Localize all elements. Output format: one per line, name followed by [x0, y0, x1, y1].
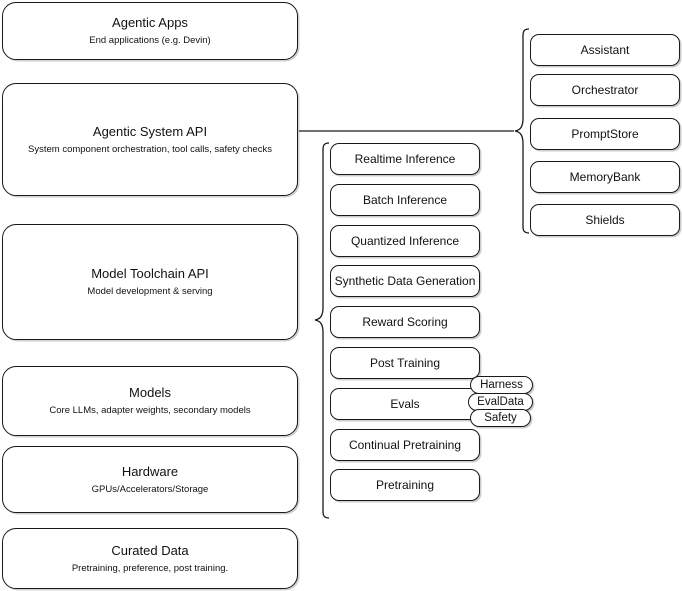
toolchain-component-label: Quantized Inference	[350, 234, 460, 248]
toolchain-component-evals[interactable]: Evals	[330, 388, 480, 420]
stack-layer-title: Model Toolchain API	[91, 266, 209, 281]
system-component-promptstore[interactable]: PromptStore	[530, 118, 680, 150]
toolchain-component-label: Evals	[390, 397, 420, 411]
stack-layer-title: Agentic System API	[92, 123, 208, 139]
stack-layer-subtitle: End applications (e.g. Devin)	[89, 35, 211, 46]
stack-layer-agentic-system-api[interactable]: Agentic System API System component orch…	[2, 83, 298, 196]
toolchain-component-pretraining[interactable]: Pretraining	[330, 469, 480, 501]
system-component-shields[interactable]: Shields	[530, 204, 680, 236]
stack-layer-subtitle: Core LLMs, adapter weights, secondary mo…	[49, 405, 251, 416]
stack-layer-subtitle: Pretraining, preference, post training.	[71, 562, 229, 574]
stack-layer-title: Hardware	[121, 463, 179, 479]
toolchain-component-post-training[interactable]: Post Training	[330, 347, 480, 379]
stack-layer-agentic-apps[interactable]: Agentic Apps End applications (e.g. Devi…	[2, 2, 298, 60]
stack-layer-title: Agentic Apps	[112, 15, 188, 30]
toolchain-component-synthetic-data-generation[interactable]: Synthetic Data Generation	[330, 265, 480, 297]
stack-layer-subtitle: Model development & serving	[87, 286, 213, 297]
eval-subcomponent-label: Harness	[480, 379, 523, 391]
toolchain-component-label: Synthetic Data Generation	[334, 274, 476, 288]
toolchain-component-continual-pretraining[interactable]: Continual Pretraining	[330, 429, 480, 461]
system-component-memorybank[interactable]: MemoryBank	[530, 161, 680, 193]
toolchain-component-label: Post Training	[369, 356, 441, 370]
system-component-label: Assistant	[580, 43, 630, 57]
system-component-label: PromptStore	[571, 127, 639, 141]
toolchain-component-quantized-inference[interactable]: Quantized Inference	[330, 225, 480, 257]
system-component-label: Orchestrator	[571, 83, 639, 97]
system-component-label: MemoryBank	[569, 170, 641, 184]
toolchain-component-realtime-inference[interactable]: Realtime Inference	[330, 143, 480, 175]
toolchain-component-label: Realtime Inference	[354, 152, 456, 166]
eval-subcomponent-safety[interactable]: Safety	[470, 409, 531, 427]
toolchain-component-label: Reward Scoring	[362, 315, 448, 329]
stack-layer-title: Curated Data	[111, 542, 189, 558]
stack-layer-subtitle: System component orchestration, tool cal…	[28, 143, 272, 155]
eval-subcomponent-harness[interactable]: Harness	[470, 376, 533, 394]
toolchain-component-reward-scoring[interactable]: Reward Scoring	[330, 306, 480, 338]
stack-layer-model-toolchain-api[interactable]: Model Toolchain API Model development & …	[2, 224, 298, 340]
stack-layer-hardware[interactable]: Hardware GPUs/Accelerators/Storage	[2, 446, 298, 513]
toolchain-component-label: Pretraining	[375, 478, 435, 492]
eval-subcomponent-label: Safety	[484, 412, 517, 424]
toolchain-component-batch-inference[interactable]: Batch Inference	[330, 184, 480, 216]
eval-subcomponent-label: EvalData	[477, 396, 524, 408]
stack-layer-curated-data[interactable]: Curated Data Pretraining, preference, po…	[2, 528, 298, 589]
toolchain-component-label: Continual Pretraining	[348, 438, 462, 452]
system-component-assistant[interactable]: Assistant	[530, 34, 680, 66]
toolchain-component-label: Batch Inference	[362, 193, 448, 207]
stack-layer-subtitle: GPUs/Accelerators/Storage	[91, 483, 209, 495]
system-component-label: Shields	[585, 213, 625, 227]
stack-layer-title: Models	[129, 385, 171, 400]
system-component-orchestrator[interactable]: Orchestrator	[530, 74, 680, 106]
stack-layer-models[interactable]: Models Core LLMs, adapter weights, secon…	[2, 366, 298, 436]
